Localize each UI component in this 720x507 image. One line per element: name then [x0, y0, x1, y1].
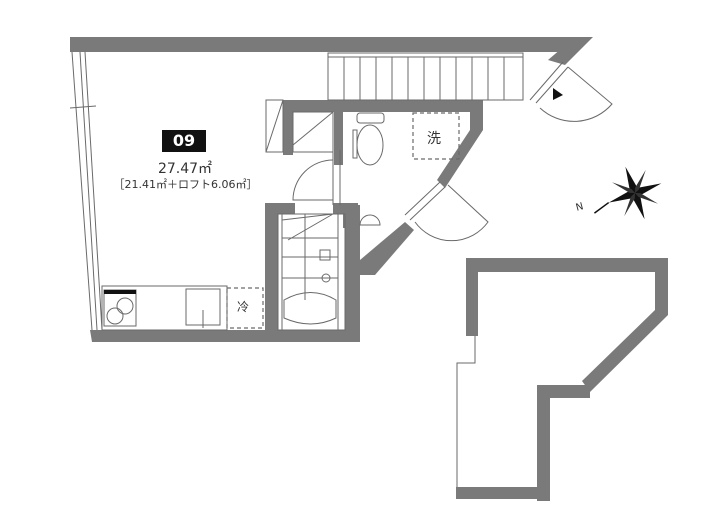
loft-outline: [456, 258, 668, 501]
storage-door: [265, 99, 341, 205]
fridge-space: [226, 287, 264, 329]
entrance-door: [529, 61, 613, 122]
compass-rose-icon: [593, 166, 662, 220]
bathroom: [277, 213, 346, 331]
main-walls: [69, 37, 593, 342]
washer-label: 洗: [427, 131, 441, 147]
fridge-label: 冷: [237, 300, 250, 314]
total-area: 27.47㎡: [157, 161, 213, 177]
hand-sink: [359, 214, 381, 226]
entrance-arrow-icon: [553, 88, 563, 100]
area-breakdown: ［21.41㎡＋ロフト6.06㎡］: [113, 178, 258, 191]
kitchen-counter: [101, 285, 228, 331]
toilet-fixture: [352, 112, 385, 166]
washer-space: [412, 112, 460, 160]
unit-number-badge: 09: [162, 130, 206, 152]
toilet-door: [404, 181, 489, 242]
staircase: [327, 52, 524, 101]
